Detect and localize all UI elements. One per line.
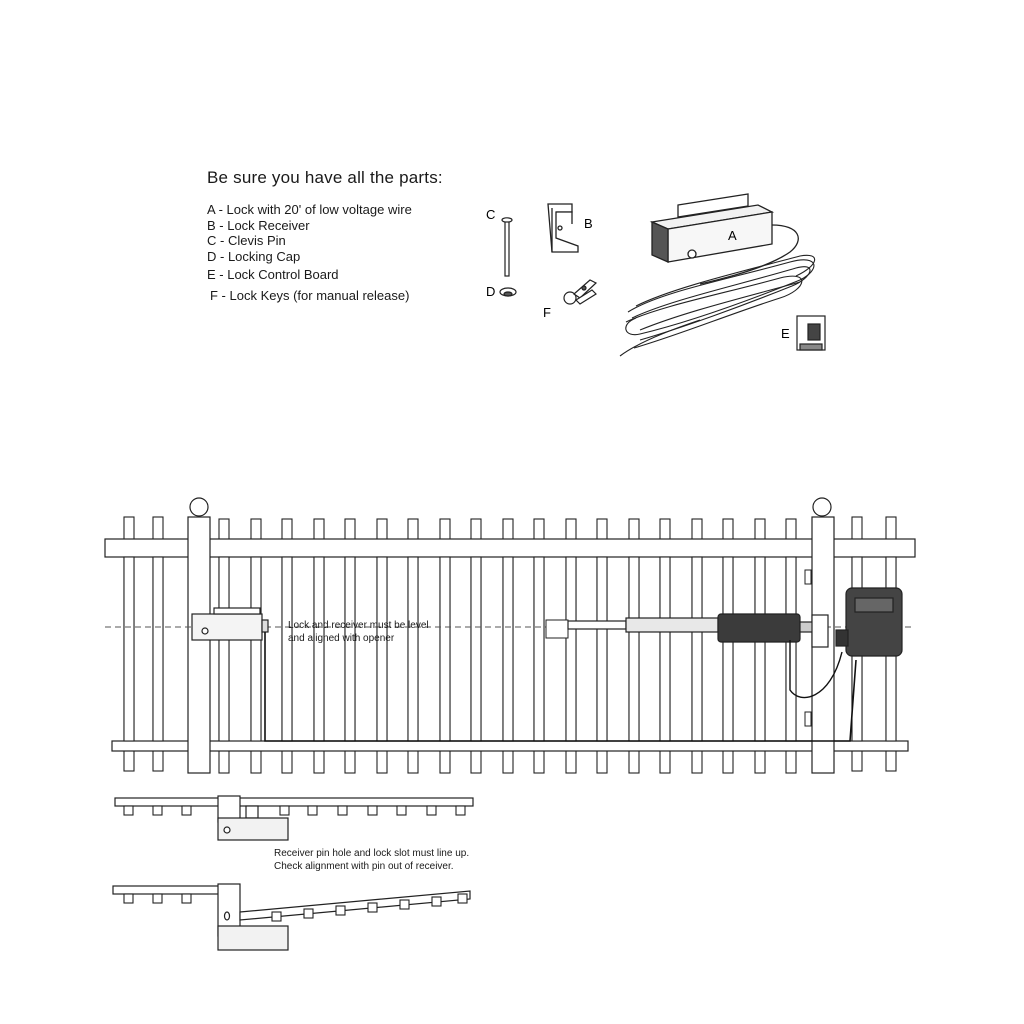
- picket-end: [396, 805, 407, 816]
- label-b: B: [584, 216, 593, 231]
- alignment-note-line-1: Receiver pin hole and lock slot must lin…: [274, 848, 470, 859]
- picket-end: [152, 805, 163, 816]
- picket-end: [303, 908, 314, 919]
- picket-end: [455, 805, 466, 816]
- control-board-icon: [796, 315, 826, 351]
- picket-end: [426, 805, 437, 816]
- alignment-note-line-2: Check alignment with pin out of receiver…: [274, 860, 454, 872]
- picket-end: [337, 805, 348, 816]
- gate-note-line-1: Lock and receiver must be level: [288, 620, 429, 631]
- clevis-pin-icon: [501, 217, 513, 277]
- parts-heading: Be sure you have all the parts:: [207, 168, 443, 187]
- picket-end: [399, 899, 410, 910]
- picket-end: [123, 893, 134, 904]
- part-item-b: B - Lock Receiver: [207, 217, 310, 233]
- left-post: [187, 497, 211, 774]
- picket-end: [335, 905, 346, 916]
- part-item-e: E - Lock Control Board: [207, 267, 339, 282]
- picket-ends-1: [123, 805, 466, 816]
- gate-note: Lock and receiver must be level and alig…: [288, 620, 429, 645]
- top-view-aligned: [114, 795, 474, 841]
- picket-end: [123, 805, 134, 816]
- label-c: C: [486, 207, 495, 222]
- picket-end: [271, 911, 282, 922]
- part-item-d: D - Locking Cap: [207, 248, 301, 264]
- locking-cap-icon: [499, 287, 517, 297]
- picket-end: [152, 893, 163, 904]
- picket-front: [218, 556, 230, 742]
- low-voltage-wire: [264, 632, 857, 742]
- picket-ends-2: [123, 893, 468, 922]
- top-view-misaligned: [112, 883, 471, 951]
- picket-front: [123, 556, 135, 742]
- label-e: E: [781, 326, 790, 341]
- picket-end: [431, 896, 442, 907]
- picket-end: [367, 902, 378, 913]
- picket-end: [181, 893, 192, 904]
- gate-note-line-2: and aligned with opener: [288, 632, 395, 644]
- part-item-a: A - Lock with 20' of low voltage wire: [207, 202, 412, 217]
- picket-end: [307, 805, 318, 816]
- lock-keys-icon: [563, 279, 598, 305]
- picket-end: [457, 893, 468, 904]
- picket-end: [279, 805, 290, 816]
- picket-front: [250, 556, 262, 742]
- picket-end: [367, 805, 378, 816]
- picket-end: [181, 805, 192, 816]
- label-f: F: [543, 305, 551, 320]
- alignment-note: Receiver pin hole and lock slot must lin…: [274, 848, 469, 873]
- hinge-top: [804, 569, 812, 585]
- opener-wire: [789, 640, 843, 699]
- label-a: A: [728, 228, 737, 243]
- control-box-icon: [835, 587, 903, 657]
- parts-list: A - Lock with 20' of low voltage wire B …: [207, 202, 412, 303]
- label-d: D: [486, 284, 495, 299]
- lock-receiver-icon: [547, 203, 579, 253]
- part-item-f: F - Lock Keys (for manual release): [210, 287, 410, 303]
- gate-lock-icon: [191, 607, 269, 641]
- part-item-c: C - Clevis Pin: [207, 233, 286, 248]
- picket-front: [152, 556, 164, 742]
- hinge-bottom: [804, 711, 812, 727]
- gate-opener-icon: [567, 613, 829, 648]
- lock-with-wire-icon: [619, 193, 816, 357]
